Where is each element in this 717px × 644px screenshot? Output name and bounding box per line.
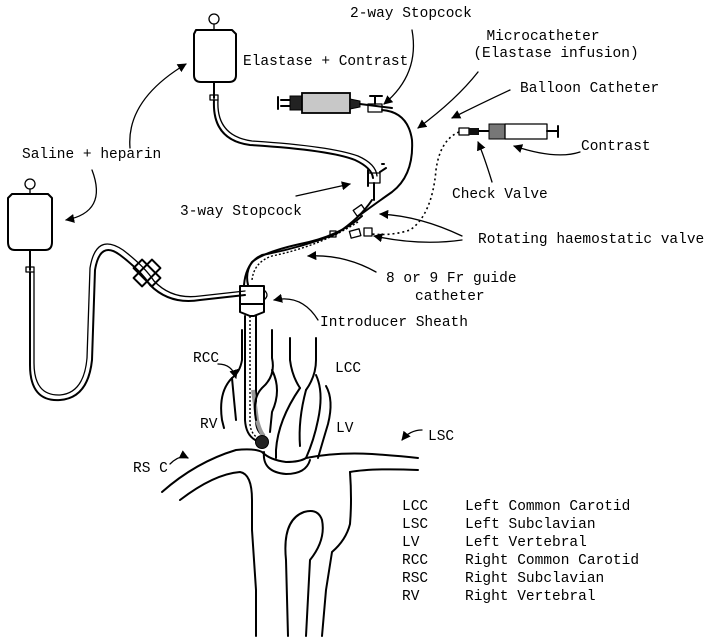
annotation-arrows bbox=[65, 29, 581, 465]
two-way-stopcock bbox=[367, 95, 383, 113]
label-three-way-stopcock: 3-way Stopcock bbox=[180, 204, 302, 220]
saline-cross-connector bbox=[132, 258, 162, 288]
label-guide-catheter-2: catheter bbox=[415, 289, 485, 305]
abbreviation-legend: LCC Left Common Carotid LSC Left Subclav… bbox=[402, 499, 639, 605]
elastase-syringe bbox=[277, 92, 393, 114]
right-vessels bbox=[220, 329, 278, 433]
legend-full: Left Vertebral bbox=[465, 535, 587, 551]
legend-abbr: RCC bbox=[402, 553, 428, 569]
label-lv: LV bbox=[336, 421, 354, 437]
label-introducer-sheath: Introducer Sheath bbox=[320, 315, 468, 331]
label-contrast: Contrast bbox=[581, 139, 651, 155]
label-saline-heparin: Saline + heparin bbox=[22, 147, 161, 163]
iv-bag-top bbox=[193, 13, 237, 101]
label-elastase-infusion: (Elastase infusion) bbox=[473, 46, 638, 62]
microcatheter-line bbox=[359, 109, 414, 216]
label-rotating-valve: Rotating haemostatic valve bbox=[478, 232, 704, 248]
label-guide-catheter-1: 8 or 9 Fr guide bbox=[386, 271, 517, 287]
legend-abbr: LV bbox=[402, 535, 420, 551]
three-way-stopcock bbox=[367, 163, 387, 201]
legend-abbr: LCC bbox=[402, 499, 428, 515]
legend-full: Right Subclavian bbox=[465, 571, 604, 587]
label-rsc: RS C bbox=[133, 461, 168, 477]
label-rcc: RCC bbox=[193, 351, 219, 367]
legend-full: Left Common Carotid bbox=[465, 499, 630, 515]
legend-abbr: LSC bbox=[402, 517, 428, 533]
label-microcatheter: Microcatheter bbox=[486, 29, 599, 45]
label-balloon-catheter: Balloon Catheter bbox=[520, 81, 659, 97]
legend-abbr: RV bbox=[402, 589, 420, 605]
saline-tubing bbox=[29, 249, 246, 402]
legend-abbr: RSC bbox=[402, 571, 428, 587]
left-vessels bbox=[275, 337, 332, 459]
aortic-arch bbox=[161, 448, 419, 637]
iv-bag-left bbox=[7, 178, 53, 273]
legend-full: Right Common Carotid bbox=[465, 553, 639, 569]
top-bag-tubing bbox=[212, 99, 374, 179]
balloon-syringe bbox=[458, 123, 559, 140]
label-lsc: LSC bbox=[428, 429, 454, 445]
legend-full: Right Vertebral bbox=[465, 589, 596, 605]
introducer-sheath bbox=[239, 285, 268, 317]
legend-full: Left Subclavian bbox=[465, 517, 596, 533]
label-two-way-stopcock: 2-way Stopcock bbox=[350, 6, 472, 22]
balloon-tip bbox=[255, 435, 269, 449]
label-lcc: LCC bbox=[335, 361, 361, 377]
label-rv: RV bbox=[200, 417, 218, 433]
balloon-catheter-line bbox=[371, 131, 460, 236]
label-check-valve: Check Valve bbox=[452, 187, 548, 203]
label-elastase-contrast: Elastase + Contrast bbox=[243, 54, 408, 70]
